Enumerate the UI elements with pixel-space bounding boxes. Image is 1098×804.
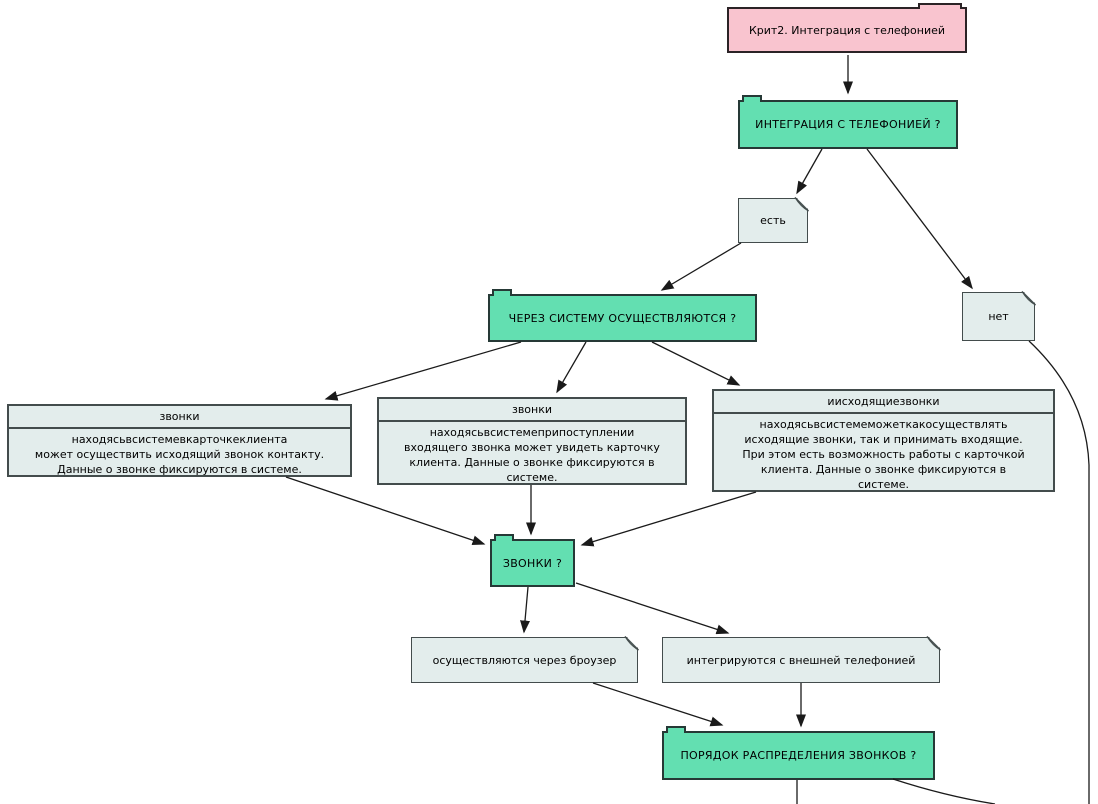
card-body: находясьвсистемеможеткакосуществлять исх… — [742, 417, 1025, 491]
edge-q3-to-browser — [520, 586, 530, 634]
edge-q3-to-external — [575, 582, 730, 635]
card-body: находясьвсистемеприпоступлении входящего… — [404, 425, 660, 484]
folder-tab — [918, 3, 962, 9]
card-header: звонки — [379, 399, 685, 422]
title-note-label: Крит2. Интеграция с телефонией — [748, 23, 946, 37]
edge-q1-to-yes — [796, 148, 823, 195]
node-question-via-system[interactable]: ЧЕРЕЗ СИСТЕМУ ОСУЩЕСТВЛЯЮТСЯ ? — [488, 289, 757, 342]
edge-q1-to-no — [866, 148, 973, 290]
package-tab — [494, 534, 514, 541]
edge-cardA-to-q3 — [285, 476, 486, 546]
node-note-no[interactable]: нет — [962, 292, 1035, 341]
edge-browser-to-q4 — [592, 682, 724, 727]
card-body: находясьвсистемевкарточкеклиента может о… — [34, 432, 325, 476]
note-label: есть — [760, 214, 786, 227]
edge-q2-to-cardB — [556, 341, 587, 394]
node-card-outgoing-calls[interactable]: звонки находясьвсистемевкарточкеклиента … — [7, 404, 352, 477]
node-note-yes[interactable]: есть — [738, 198, 808, 243]
node-card-both-calls[interactable]: иисходящиезвонки находясьвсистемеможетка… — [712, 389, 1055, 492]
question-label: ИНТЕГРАЦИЯ С ТЕЛЕФОНИЕЙ ? — [755, 118, 941, 131]
edge-q4-curve — [892, 778, 996, 804]
note-label: интегрируются с внешней телефонией — [686, 653, 916, 667]
edge-yes-to-q2 — [660, 242, 742, 291]
card-header: звонки — [9, 406, 350, 429]
edge-q2-to-cardC — [651, 341, 741, 386]
question-label: ЧЕРЕЗ СИСТЕМУ ОСУЩЕСТВЛЯЮТСЯ ? — [508, 311, 737, 325]
node-note-external-telephony[interactable]: интегрируются с внешней телефонией — [662, 637, 940, 683]
edge-q2-to-cardA — [324, 341, 522, 401]
package-tab — [666, 726, 686, 733]
question-label: ПОРЯДОК РАСПРЕДЕЛЕНИЯ ЗВОНКОВ ? — [680, 749, 917, 762]
package-tab — [492, 289, 512, 296]
node-question-calls[interactable]: ЗВОНКИ ? — [490, 534, 575, 587]
node-note-browser[interactable]: осуществляются через броузер — [411, 637, 638, 683]
node-card-incoming-calls[interactable]: звонки находясьвсистемеприпоступлении вх… — [377, 397, 687, 485]
note-label: осуществляются через броузер — [432, 653, 617, 667]
note-label: нет — [988, 310, 1009, 323]
card-header: иисходящиезвонки — [714, 391, 1053, 414]
node-question-call-distribution[interactable]: ПОРЯДОК РАСПРЕДЕЛЕНИЯ ЗВОНКОВ ? — [662, 726, 935, 780]
node-title-krit2[interactable]: Крит2. Интеграция с телефонией — [727, 3, 967, 53]
edge-cardC-to-q3 — [580, 491, 757, 547]
package-tab — [742, 95, 762, 102]
question-label: ЗВОНКИ ? — [502, 556, 563, 570]
node-question-integration[interactable]: ИНТЕГРАЦИЯ С ТЕЛЕФОНИЕЙ ? — [738, 95, 958, 149]
